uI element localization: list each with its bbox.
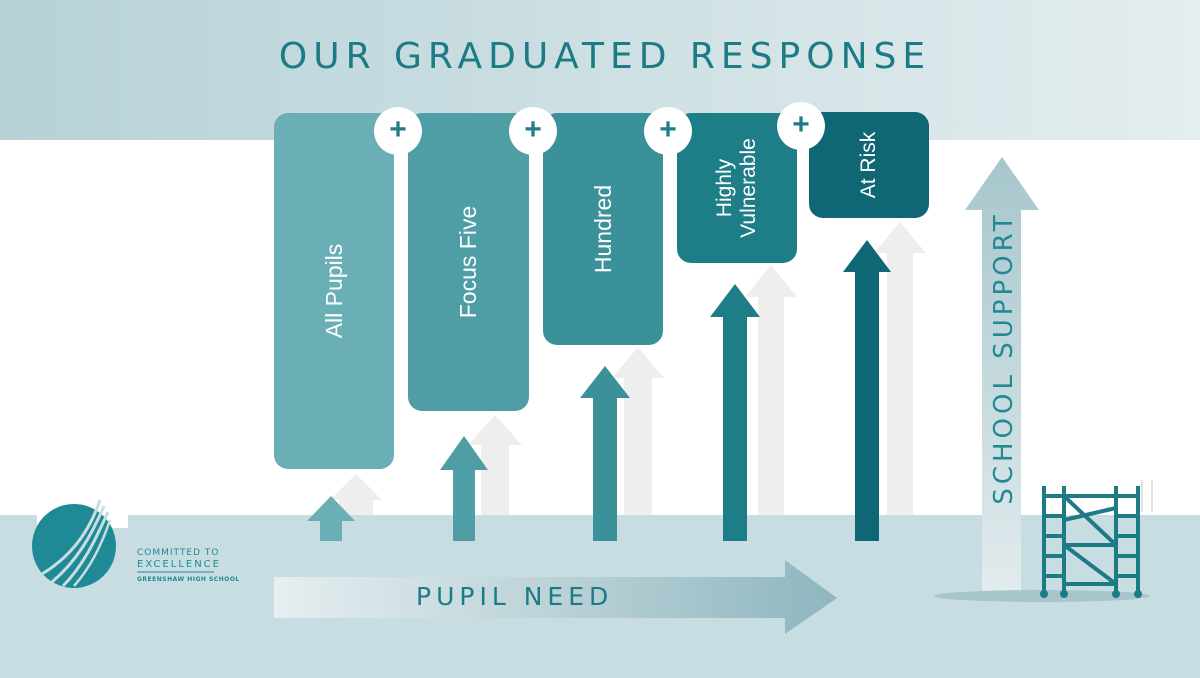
pupil-need-label: PUPIL NEED xyxy=(416,582,614,611)
need-arrow-4 xyxy=(710,284,760,541)
pupil-need-arrow xyxy=(274,560,837,634)
page-title: OUR GRADUATED RESPONSE xyxy=(278,36,932,77)
plus-circle-4 xyxy=(777,102,825,150)
ghost-arrow-4 xyxy=(745,265,797,515)
scaffold-icon xyxy=(1042,486,1140,592)
need-arrow-5 xyxy=(843,240,891,541)
school-support-arrow xyxy=(965,157,1039,598)
scaffold-ghost xyxy=(1141,480,1153,512)
tier-box-highly-vulnerable xyxy=(677,113,797,263)
tier-label-at-risk: At Risk xyxy=(856,131,880,199)
plus-circle-3 xyxy=(644,107,692,155)
school-support-label: SCHOOL SUPPORT xyxy=(989,211,1019,505)
scaffold-wheels xyxy=(1040,590,1142,598)
ghost-arrows xyxy=(330,222,926,515)
need-arrow-3 xyxy=(580,366,630,541)
tier-box-focus-five xyxy=(408,113,529,411)
tier-label-all-pupils: All Pupils xyxy=(320,243,347,339)
ghost-arrow-5 xyxy=(874,222,926,515)
logo-text-line2: EXCELLENCE xyxy=(137,559,221,570)
ghost-arrow-1 xyxy=(330,474,382,515)
plus-circle-1 xyxy=(374,107,422,155)
plus-circle-2 xyxy=(509,107,557,155)
tier-label-hundred: Hundred xyxy=(589,184,616,274)
tier-label-focus-five: Focus Five xyxy=(454,205,481,319)
plus-connectors xyxy=(374,102,825,155)
tier-label-highly-vulnerable: Highly Vulnerable xyxy=(712,138,760,238)
need-arrow-1 xyxy=(307,496,355,541)
school-logo-icon xyxy=(32,490,128,588)
ghost-arrow-2 xyxy=(468,415,522,515)
plus-icon: + xyxy=(389,113,407,146)
logo-text-line3: GREENSHAW HIGH SCHOOL xyxy=(137,576,240,583)
logo-text-line1: COMMITTED TO xyxy=(137,548,220,558)
ghost-arrow-3 xyxy=(612,347,664,515)
plus-icon: + xyxy=(659,113,677,146)
tier-box-at-risk xyxy=(809,112,929,218)
plus-icon: + xyxy=(524,113,542,146)
tier-box-hundred xyxy=(543,113,663,345)
need-arrow-2 xyxy=(440,436,488,541)
plus-icon: + xyxy=(792,108,810,141)
tier-box-all-pupils xyxy=(274,113,394,469)
